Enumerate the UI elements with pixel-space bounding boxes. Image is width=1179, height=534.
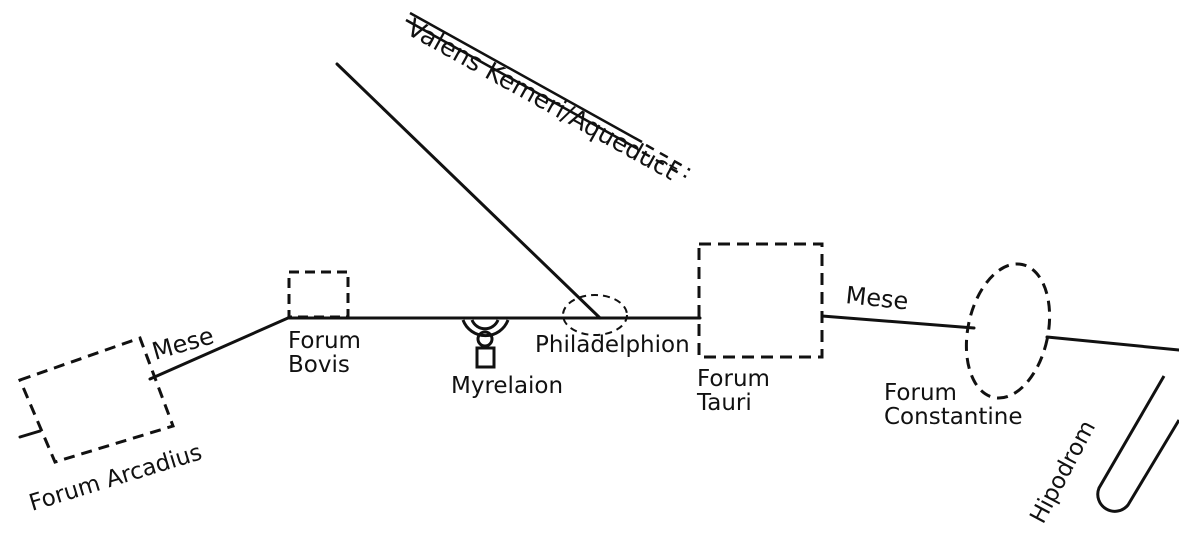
forum-arcadius-outline [17, 336, 175, 464]
mese-west-label: Mese [149, 322, 217, 366]
valens-kemeri-label: Valens Kemeri/Aqueduct [402, 13, 683, 186]
forum-bovis-label-line: Forum [288, 328, 361, 354]
myrelaion-icon [461, 319, 510, 369]
forum-constantine-label-line: Forum [884, 380, 957, 406]
forum-constantine-outline [964, 262, 1052, 400]
hipodrom-outline [1096, 375, 1179, 513]
philadelphion-outline [562, 294, 628, 336]
diagonal-road [335, 62, 602, 320]
mese-road [18, 314, 1179, 439]
forum-constantine-label-line-2: Constantine [884, 404, 1023, 430]
valens-aqueduct [405, 11, 691, 179]
forum-tauri-label-line: Forum [697, 366, 770, 392]
philadelphion-label: Philadelphion [535, 332, 690, 358]
forum-bovis-outline [287, 270, 350, 319]
myrelaion-label: Myrelaion [451, 373, 563, 399]
forum-tauri-label-line-2: Tauri [696, 390, 752, 416]
mese-east-label: Mese [844, 281, 909, 315]
hipodrom-label: Hipodrom [1025, 416, 1101, 527]
forum-tauri-outline [697, 242, 824, 359]
forum-arcadius-label: Forum Arcadius [26, 439, 205, 516]
forum-bovis-label-line-2: Bovis [288, 352, 350, 378]
